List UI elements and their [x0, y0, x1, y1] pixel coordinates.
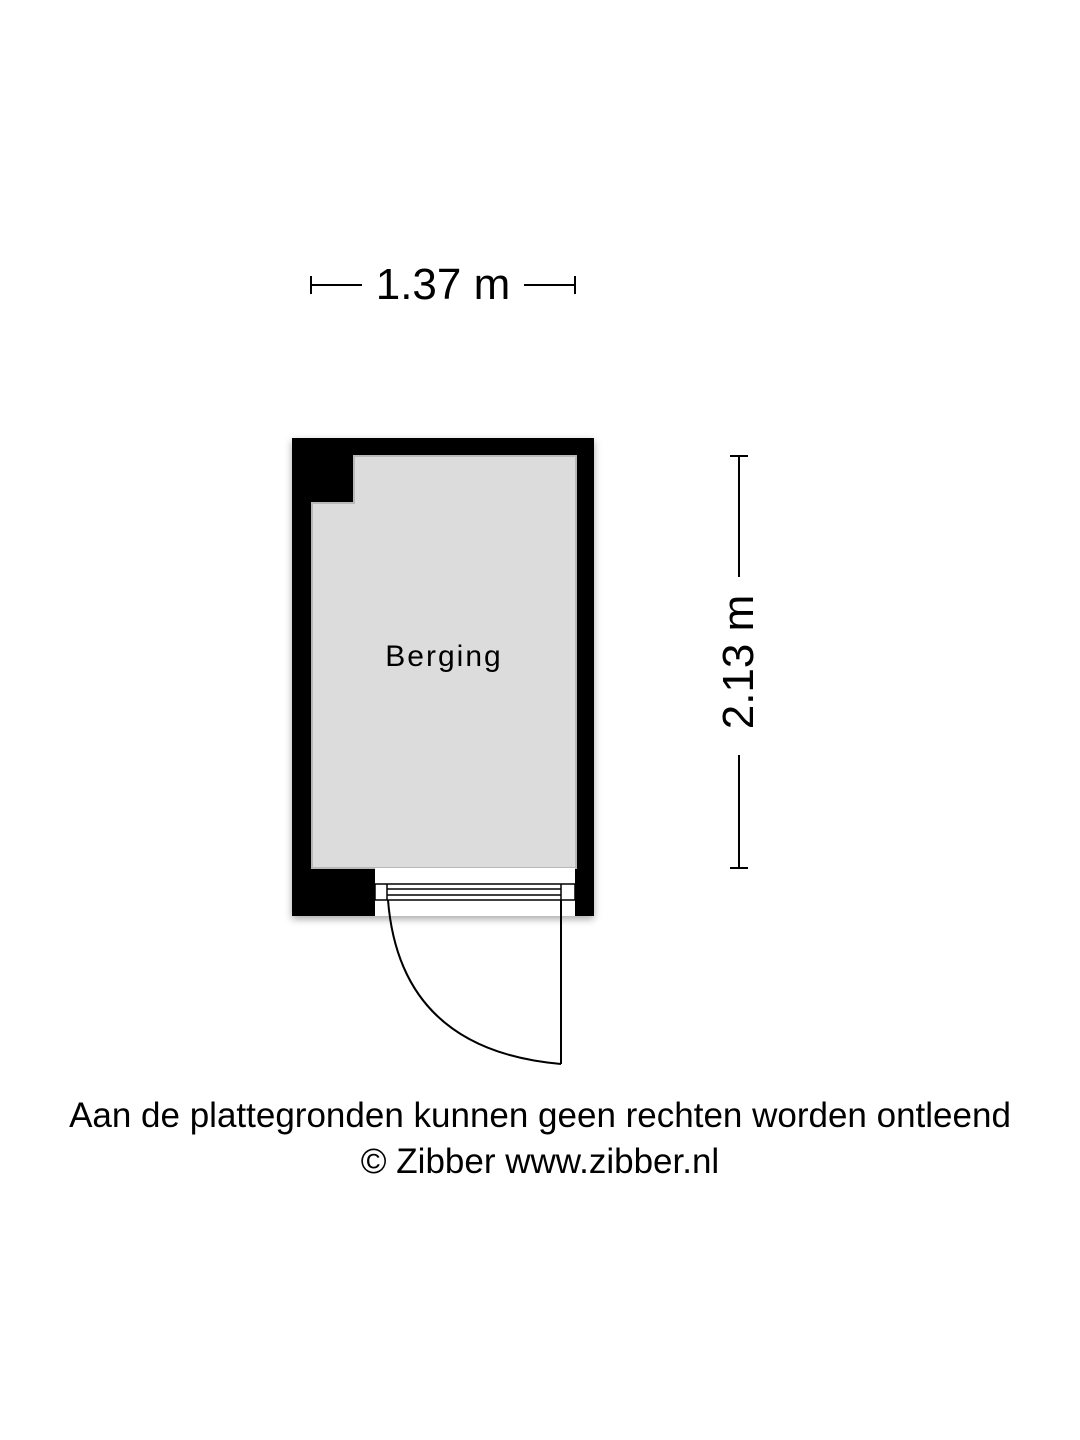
room-floor [311, 455, 577, 869]
footer: Aan de plattegronden kunnen geen rechten… [0, 1093, 1080, 1185]
dimension-tick-bottom [730, 867, 748, 869]
copyright-text: © Zibber www.zibber.nl [360, 1142, 720, 1181]
height-dimension: 2.13 m [712, 455, 766, 869]
disclaimer-text: Aan de plattegronden kunnen geen rechten… [69, 1096, 1011, 1135]
width-label: 1.37 m [375, 260, 511, 309]
width-dimension: 1.37 m [310, 258, 576, 312]
floor-plan [292, 438, 594, 1065]
dimension-line-left [310, 284, 362, 286]
dimension-line-top [738, 455, 740, 577]
dimension-tick-right [574, 276, 576, 294]
door-swing [387, 899, 562, 1065]
door-opening [374, 868, 576, 916]
dimension-line-right [524, 284, 576, 286]
room-label: Berging [385, 640, 503, 673]
dimension-line-bottom [738, 755, 740, 869]
